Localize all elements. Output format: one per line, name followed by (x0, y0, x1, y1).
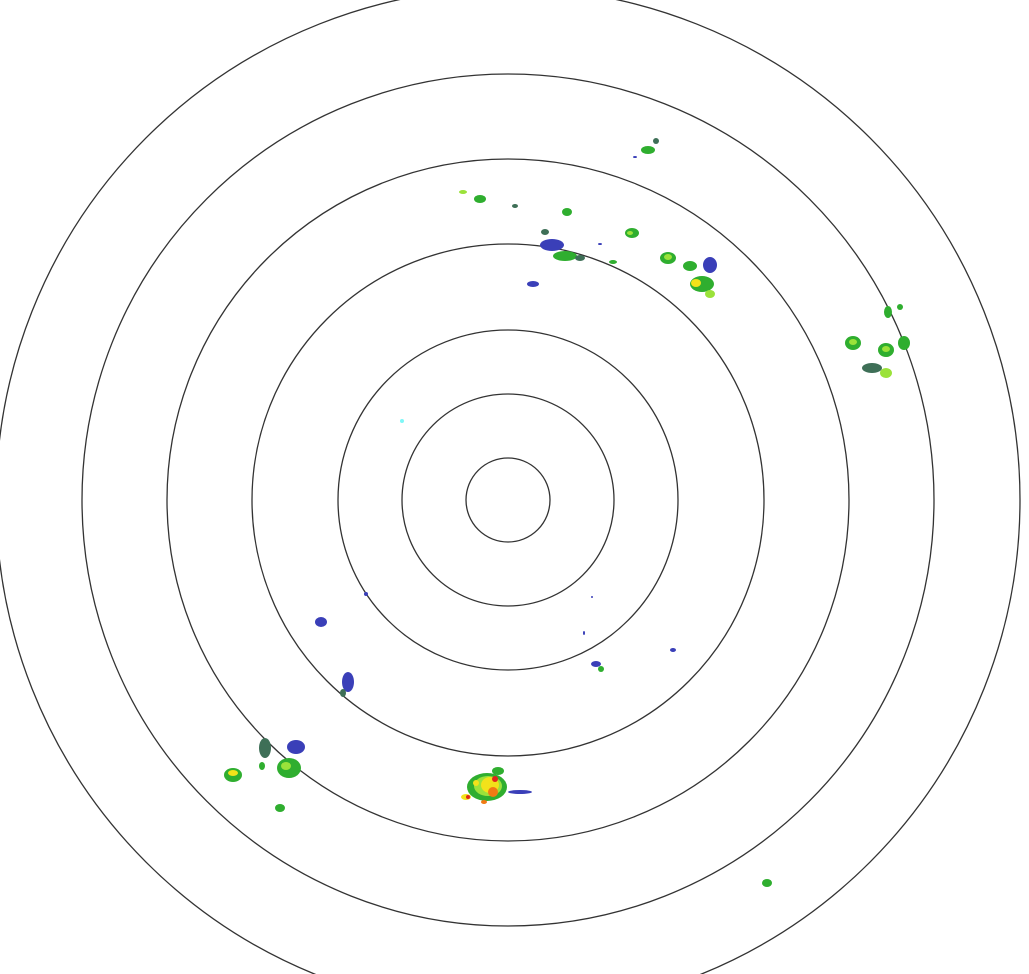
echo-bright (849, 339, 857, 345)
echo-light (340, 689, 346, 697)
echo-light (575, 255, 585, 261)
echo-bright (880, 368, 892, 378)
echo-moderate (641, 146, 655, 154)
echo-bright (882, 346, 890, 352)
echo-moderate (762, 879, 772, 887)
echo-weak (540, 239, 564, 251)
echo-light (512, 204, 518, 208)
echo-weak (364, 592, 368, 596)
echo-moderate (683, 261, 697, 271)
echo-weak (342, 672, 354, 692)
echo-strong (691, 279, 701, 287)
range-ring-6 (81, 73, 935, 927)
range-ring-4 (251, 243, 765, 757)
echo-light (653, 138, 659, 144)
echo-strong (228, 770, 238, 776)
range-ring-1 (465, 457, 551, 543)
echo-moderate (259, 762, 265, 770)
echo-moderate (609, 260, 617, 264)
echo-heavy (481, 800, 487, 804)
echo-weak (583, 631, 585, 635)
echo-weak (591, 596, 593, 598)
echo-moderate (898, 336, 910, 350)
echo-intense (492, 776, 498, 782)
echo-light (541, 229, 549, 235)
echo-moderate (492, 767, 504, 775)
echo-weak (287, 740, 305, 754)
echo-faint (400, 419, 404, 423)
echo-bright (627, 231, 633, 235)
echo-intense (466, 795, 470, 799)
echo-bright (459, 190, 467, 194)
range-ring-5 (166, 158, 850, 842)
echo-weak (598, 243, 602, 245)
echo-light (259, 738, 271, 758)
range-ring-2 (401, 393, 615, 607)
echo-weak (633, 156, 637, 158)
echo-moderate (598, 666, 604, 672)
echo-bright (705, 290, 715, 298)
echo-weak (315, 617, 327, 627)
precipitation-echoes (224, 138, 910, 887)
echo-moderate (553, 251, 577, 261)
echo-weak (591, 661, 601, 667)
echo-strong (473, 780, 479, 786)
echo-moderate (897, 304, 903, 310)
echo-weak (508, 790, 532, 794)
echo-light (862, 363, 882, 373)
echo-weak (670, 648, 676, 652)
echo-weak (527, 281, 539, 287)
echo-moderate (562, 208, 572, 216)
echo-heavy (488, 787, 498, 797)
echo-moderate (275, 804, 285, 812)
echo-weak (703, 257, 717, 273)
echo-moderate (474, 195, 486, 203)
range-ring-3 (337, 329, 679, 671)
echo-bright (664, 254, 672, 260)
echo-bright (281, 762, 291, 770)
echo-moderate (884, 306, 892, 318)
